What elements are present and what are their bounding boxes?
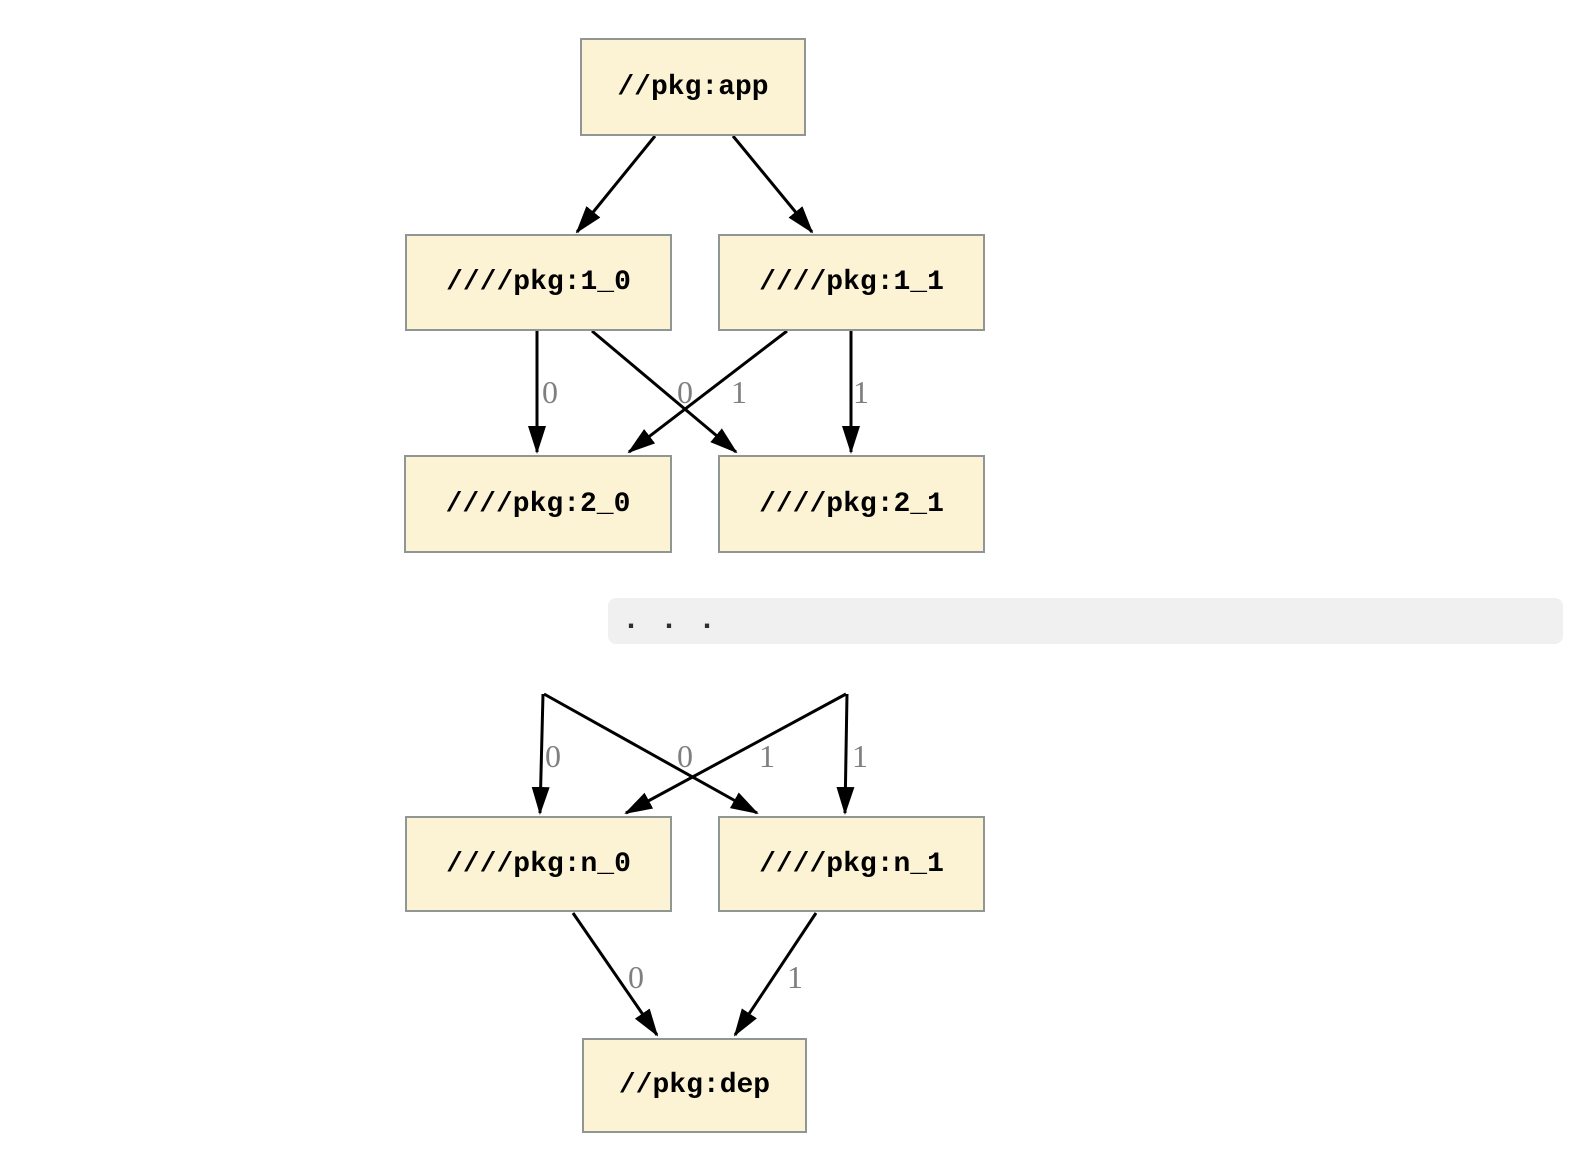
node-pkg-1_0: ////pkg:1_0	[405, 234, 672, 331]
node-label: ////pkg:n_1	[759, 848, 944, 880]
node-pkg-dep: //pkg:dep	[582, 1038, 807, 1133]
node-label: ////pkg:1_1	[759, 267, 944, 298]
edge-label-n_0-to-dep: 0	[628, 959, 644, 995]
node-label: ////pkg:2_0	[445, 488, 631, 520]
edge-n_1-to-dep	[733, 912, 818, 1037]
edge-1_0-to-2_1	[591, 329, 738, 454]
node-pkg-n_0: ////pkg:n_0	[405, 816, 672, 912]
edge-label-elided-to-n_1-right: 1	[852, 738, 868, 774]
edge-n_0-to-dep	[571, 912, 659, 1037]
node-pkg-1_1: ////pkg:1_1	[718, 234, 985, 331]
edge-label-elided-to-n_1-cross: 1	[759, 738, 775, 774]
edge-app-to-1_1	[731, 135, 814, 234]
ellipsis-dots: . . .	[622, 604, 718, 638]
edge-app-to-1_0	[575, 135, 657, 234]
node-label: //pkg:app	[617, 71, 769, 103]
elided-levels-band: . . .	[608, 598, 1563, 644]
edge-label-n_1-to-dep: 1	[787, 959, 803, 995]
node-label: ////pkg:1_0	[446, 267, 631, 298]
node-pkg-2_0: ////pkg:2_0	[404, 455, 672, 553]
edge-label-elided-to-n_0-left: 0	[545, 738, 561, 774]
edge-elided-to-n_0-cross	[624, 692, 847, 815]
edge-1_1-to-2_0	[627, 329, 788, 454]
node-pkg-n_1: ////pkg:n_1	[718, 816, 985, 912]
edge-elided-to-n_1-cross	[543, 692, 759, 815]
node-label: ////pkg:2_1	[759, 488, 944, 520]
node-pkg-2_1: ////pkg:2_1	[718, 455, 985, 553]
edge-label-1_1-to-2_0: 0	[677, 374, 693, 410]
edge-label-1_0-to-2_1: 1	[731, 374, 747, 410]
node-label: ////pkg:n_0	[446, 848, 631, 880]
edge-label-1_1-to-2_1: 1	[853, 374, 869, 410]
edge-label-elided-to-n_0-cross: 0	[677, 738, 693, 774]
edge-elided-to-n_1-right	[836, 693, 855, 815]
node-pkg-app: //pkg:app	[580, 38, 806, 136]
edge-label-1_0-to-2_0: 0	[542, 374, 558, 410]
edge-elided-to-n_0-left	[531, 693, 550, 815]
node-label: //pkg:dep	[618, 1070, 771, 1101]
